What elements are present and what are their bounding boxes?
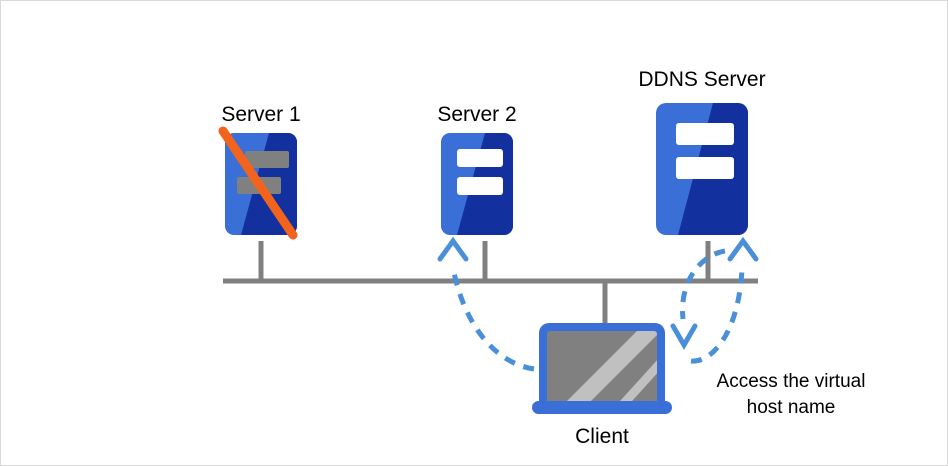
flow-ddns-up-arrowhead-icon	[727, 236, 759, 262]
flow-ddns-down-arrowhead-icon	[670, 323, 698, 350]
server-1-disabled-strike-icon	[218, 126, 298, 240]
flow-ddns-up	[690, 236, 759, 364]
ddns-server-label: DDNS Server	[638, 68, 765, 91]
client-screen-stripe-2	[611, 347, 657, 403]
ddns-server-bar-1	[676, 123, 734, 145]
server-2-bar-1	[457, 149, 503, 167]
flow-client-to-server-2-arrowhead-icon	[437, 236, 469, 262]
client-label: Client	[575, 425, 629, 448]
ddns-server-bar-2	[676, 157, 734, 179]
server-1-bar-1	[245, 151, 289, 168]
node-server-1[interactable]: Server 1	[218, 103, 301, 240]
server-2-label: Server 2	[437, 103, 516, 126]
node-server-2[interactable]: Server 2	[437, 103, 517, 235]
client-base	[532, 401, 672, 414]
flow-client-to-server-2-line	[451, 272, 535, 372]
server-2-bar-2	[457, 177, 503, 195]
flow-ddns-down-line	[680, 248, 726, 320]
network-bus	[223, 241, 758, 327]
node-client[interactable]: Client	[532, 323, 681, 448]
annotation-line-1: Access the virtual	[717, 371, 866, 392]
server-1-label: Server 1	[221, 103, 300, 126]
server-2-icon	[441, 133, 513, 235]
client-screen-stripe-1	[565, 331, 657, 403]
flow-ddns-up-line	[690, 268, 745, 364]
flow-client-to-server-2	[437, 236, 535, 372]
ddns-server-icon	[656, 103, 748, 235]
node-ddns-server[interactable]: DDNS Server	[638, 68, 766, 235]
annotation-access-virtual-host-name: Access the virtual host name	[717, 371, 866, 418]
client-screen-highlight	[565, 331, 657, 403]
flow-ddns-down	[670, 248, 726, 350]
annotation-line-2: host name	[747, 397, 836, 418]
